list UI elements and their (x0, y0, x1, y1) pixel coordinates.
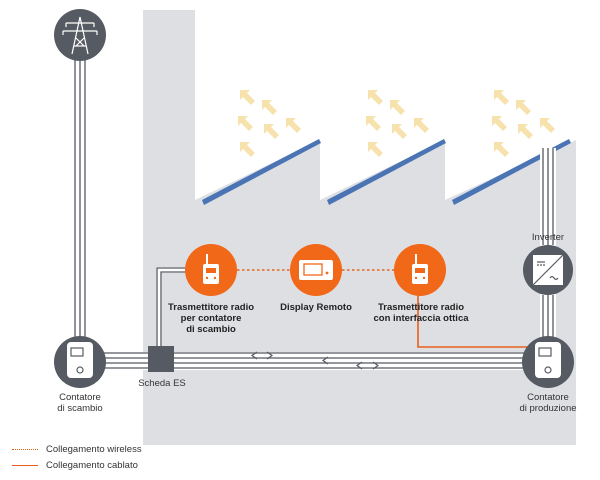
power-pylon-icon (54, 9, 106, 61)
label-meter-production-line1: Contatore (527, 392, 569, 403)
label-tx-exchange-line1: Trasmettitore radio (167, 302, 255, 313)
label-tx-optical: Trasmettitore radio con interfaccia otti… (366, 302, 476, 324)
line-board-transmitter (156, 267, 185, 348)
label-tx-exchange-line2: per contatore (180, 313, 242, 324)
legend-wired-label: Collegamento cablato (46, 459, 138, 471)
line-pylon-meter (73, 60, 87, 350)
label-meter-exchange-line2: di scambio (57, 403, 103, 414)
label-tx-optical-line2: con interfaccia ottica (373, 313, 469, 324)
sun-ray-arrow-5 (286, 118, 301, 133)
sun-ray-arrow-17 (540, 118, 555, 133)
sun-ray-arrow-3 (264, 124, 279, 139)
sun-ray-arrow-4 (240, 142, 255, 157)
sun-ray-arrow-15 (518, 124, 533, 139)
radio-transmitter-exchange-icon (185, 244, 237, 296)
bus-arrows (250, 351, 380, 370)
label-meter-exchange: Contatore di scambio (40, 392, 120, 414)
label-display: Display Remoto (280, 302, 352, 313)
legend-wireless-label: Collegamento wireless (46, 443, 142, 455)
remote-display-icon (290, 244, 342, 296)
roof-sawtooth (195, 0, 576, 200)
legend-wired: Collegamento cablato (12, 459, 138, 471)
label-board: Scheda ES (138, 378, 186, 389)
radio-transmitter-optical-icon (394, 244, 446, 296)
sun-ray-arrow-16 (494, 142, 509, 157)
sun-ray-arrow-13 (516, 100, 531, 115)
label-tx-exchange-line3: di scambio (186, 324, 236, 335)
solar-panel-2 (327, 139, 446, 205)
label-meter-production-line2: di produzione (519, 403, 577, 414)
label-inverter: Inverter (531, 232, 565, 243)
label-tx-exchange: Trasmettitore radio per contatore di sca… (156, 302, 266, 335)
board-es (148, 346, 174, 372)
sun-ray-arrow-12 (494, 90, 509, 105)
meter-exchange-icon (54, 336, 106, 388)
sun-ray-arrow-7 (390, 100, 405, 115)
label-meter-production: Contatore di produzione (508, 392, 588, 414)
sun-ray-arrow-6 (368, 90, 383, 105)
wired-link (417, 295, 535, 348)
legend-wireless: Collegamento wireless (12, 443, 142, 455)
label-tx-optical-line1: Trasmettitore radio (377, 302, 465, 313)
solar-panel-1 (202, 139, 321, 205)
label-meter-exchange-line1: Contatore (59, 392, 101, 403)
meter-production-icon (522, 336, 574, 388)
sun-ray-arrow-8 (366, 116, 381, 131)
sun-ray-arrow-14 (492, 116, 507, 131)
sun-ray-arrow-1 (262, 100, 277, 115)
inverter-icon (523, 245, 573, 295)
sun-ray-arrow-0 (240, 90, 255, 105)
sun-ray-arrow-2 (238, 116, 253, 131)
sun-ray-arrow-10 (368, 142, 383, 157)
sun-rays (238, 90, 555, 157)
legend-wireless-swatch (12, 448, 38, 450)
sun-ray-arrow-11 (414, 118, 429, 133)
legend-wired-swatch (12, 464, 38, 466)
sun-ray-arrow-9 (392, 124, 407, 139)
